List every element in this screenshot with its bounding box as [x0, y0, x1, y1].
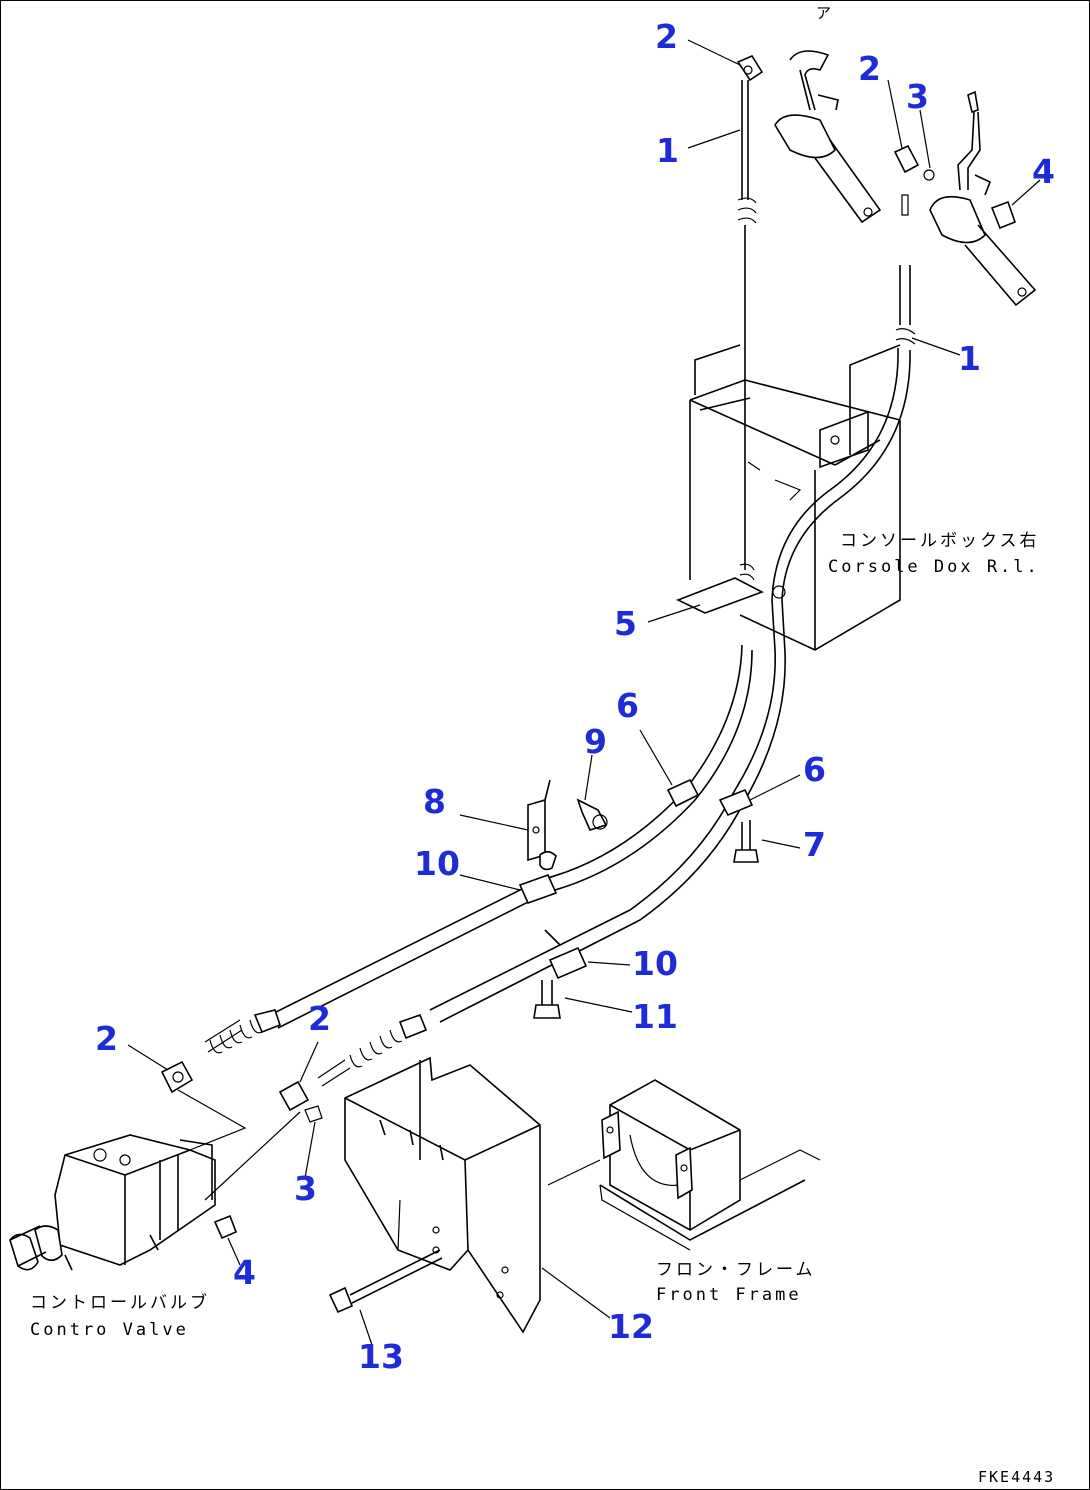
bracket-12	[344, 1056, 541, 1334]
callout-6-left: 6	[616, 686, 639, 725]
callout-7: 7	[803, 825, 826, 864]
callout-9: 9	[584, 722, 607, 761]
lever-right	[929, 90, 1037, 307]
bolt-13	[328, 1249, 443, 1314]
callout-11: 11	[632, 997, 678, 1036]
lever-left: ア	[774, 4, 882, 224]
label-console-box-en: Corsole Dox R.l.	[828, 557, 1040, 577]
callout-12: 12	[608, 1307, 654, 1346]
leader-lines	[127, 39, 1041, 1346]
callout-2-valve-left: 2	[95, 1019, 118, 1058]
label-control-valve-en: Contro Valve	[30, 1320, 189, 1340]
callout-13: 13	[358, 1337, 404, 1376]
callout-4-bottom: 4	[233, 1253, 256, 1292]
callout-2-top-left: 2	[655, 17, 678, 56]
text-labels: コンソールボックス右 Corsole Dox R.l. コントロールバルブ Co…	[30, 531, 1055, 1486]
drawing-code: FKE4443	[978, 1468, 1055, 1486]
callout-1-right: 1	[958, 339, 981, 378]
cable-right	[278, 265, 916, 1123]
clamps-middle	[518, 778, 759, 1019]
valve-leader-2b	[204, 1111, 301, 1201]
callout-1-top-left: 1	[656, 131, 679, 170]
label-front-frame-jp: フロン・フレーム	[656, 1260, 816, 1280]
frame-leader	[547, 1159, 601, 1186]
valve-leader-2	[177, 1089, 247, 1151]
callout-2-top-right: 2	[858, 49, 881, 88]
callout-2-valve-right: 2	[308, 999, 331, 1038]
callout-3-bottom: 3	[294, 1169, 317, 1208]
label-control-valve-jp: コントロールバルブ	[30, 1292, 210, 1313]
callout-10-lower: 10	[632, 944, 678, 983]
label-console-box-jp: コンソールボックス右	[840, 531, 1040, 551]
callout-6-right: 6	[803, 750, 826, 789]
callout-8: 8	[423, 782, 446, 821]
callout-10-upper: 10	[414, 844, 460, 883]
control-valve	[9, 1134, 238, 1271]
callout-5: 5	[614, 604, 637, 643]
callout-3-top: 3	[906, 77, 929, 116]
callout-numbers: 2 1 2 3 4 1 5 6 9 6 8 7 10 10 11 2 2 3 4…	[95, 17, 1055, 1376]
callout-4-top: 4	[1032, 152, 1055, 191]
hardware-top	[736, 54, 1017, 230]
label-front-frame-en: Front Frame	[656, 1285, 802, 1305]
cable-left	[160, 80, 757, 1094]
svg-text:ア: ア	[816, 4, 833, 22]
console-box	[675, 344, 901, 651]
front-frame	[599, 1079, 821, 1251]
